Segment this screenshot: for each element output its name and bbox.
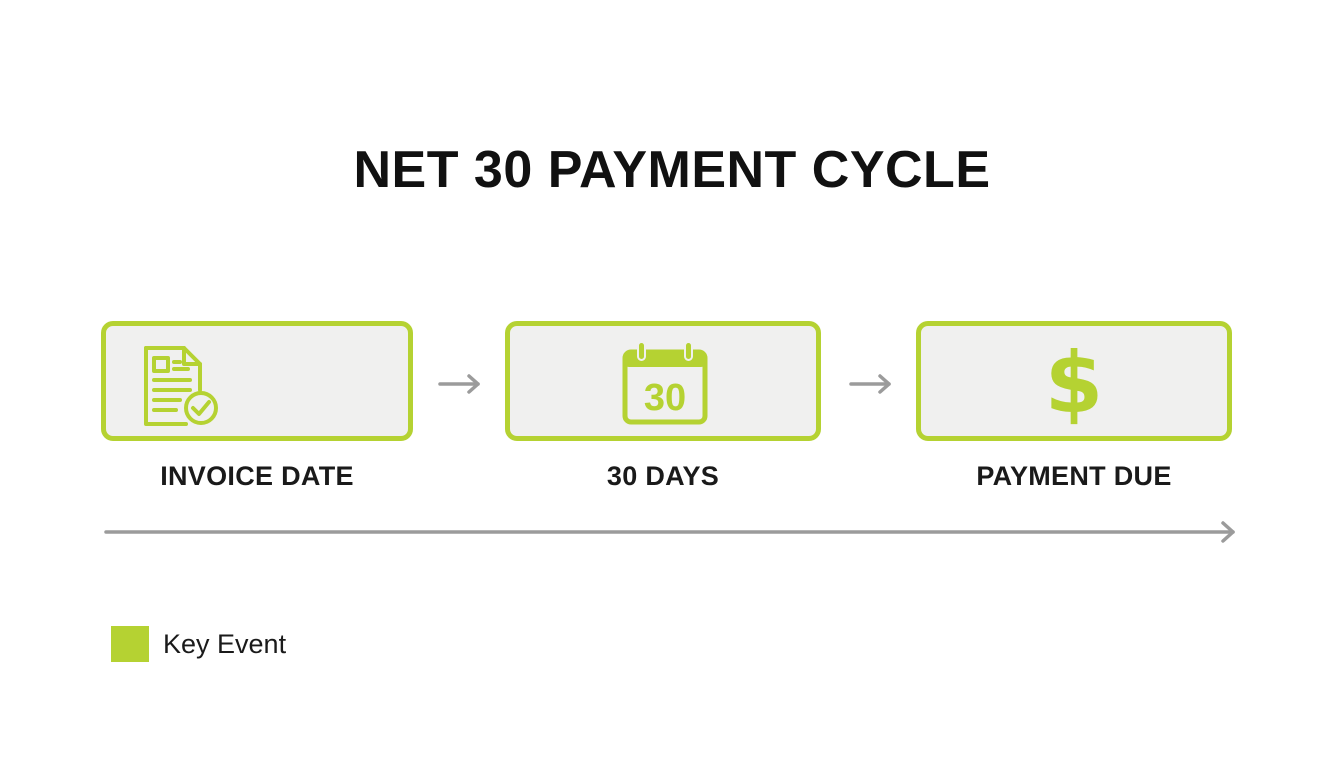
legend-swatch <box>111 626 149 662</box>
timeline-arrow <box>104 521 1235 543</box>
arrow-right-icon <box>438 374 480 394</box>
step-label-payment-due: PAYMENT DUE <box>976 461 1172 491</box>
legend-label: Key Event <box>163 629 287 659</box>
step-label-30-days: 30 DAYS <box>606 461 720 491</box>
step-label-invoice-date: INVOICE DATE <box>160 461 354 491</box>
step-box-invoice-date <box>101 321 413 441</box>
calendar-icon: 30 <box>622 341 708 425</box>
dollar-icon: $ <box>1044 334 1104 432</box>
step-box-30-days: 30 <box>505 321 821 441</box>
calendar-number: 30 <box>644 377 686 419</box>
step-box-payment-due: $ <box>916 321 1232 441</box>
diagram-title: NET 30 PAYMENT CYCLE <box>353 141 991 199</box>
arrow-right-icon <box>849 374 891 394</box>
invoice-check-icon <box>144 346 218 426</box>
